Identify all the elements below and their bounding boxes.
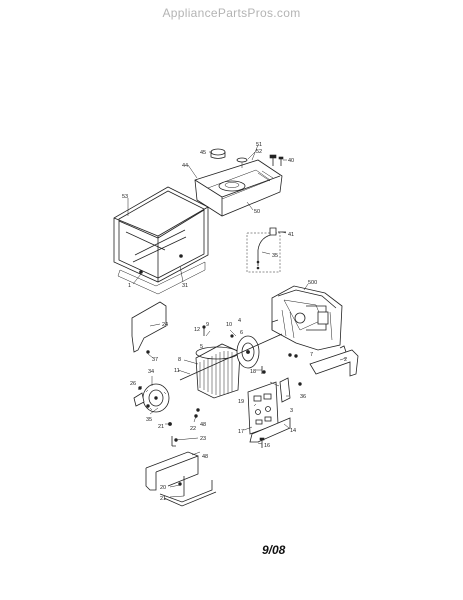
fuel-cap: [210, 148, 226, 159]
end-cover: [133, 392, 145, 407]
part-label-17: 17: [238, 429, 244, 435]
part-label-500: 500: [308, 280, 317, 286]
part-label-1: 1: [128, 283, 131, 289]
part-label-20: 20: [160, 485, 166, 491]
part-label-51: 51: [256, 142, 262, 148]
part-label-16: 16: [264, 443, 270, 449]
part-label-21-bottom: 21: [160, 496, 166, 502]
part-label-9: 9: [206, 322, 209, 328]
part-label-41: 41: [288, 232, 294, 238]
part-label-31: 31: [182, 283, 188, 289]
part-label-18: 18: [250, 369, 256, 375]
part-label-5: 5: [200, 344, 203, 350]
shroud-24: [131, 301, 167, 353]
part-label-50: 50: [254, 209, 260, 215]
part-label-45: 45: [200, 150, 206, 156]
part-label-24: 24: [162, 322, 168, 328]
part-label-44: 44: [182, 163, 188, 169]
part-label-22: 22: [190, 426, 196, 432]
part-label-11: 11: [174, 368, 180, 374]
fuel-line-bracket: [246, 227, 281, 273]
stator-end-bell: [236, 335, 260, 369]
part-label-4: 4: [238, 318, 241, 324]
part-label-36: 36: [300, 394, 306, 400]
tank-bolt: [269, 154, 277, 166]
engine-mount-bracket: [309, 345, 359, 377]
part-label-12: 12: [194, 327, 200, 333]
part-label-2: 2: [344, 357, 347, 363]
part-label-23: 23: [200, 436, 206, 442]
control-panel: [247, 381, 279, 435]
part-label-6: 6: [240, 330, 243, 336]
part-label-7: 7: [310, 352, 313, 358]
part-label-48-top: 48: [200, 422, 206, 428]
leg-frame: [145, 436, 217, 507]
part-label-40: 40: [288, 158, 294, 164]
part-label-19: 19: [238, 399, 244, 405]
fuel-gauge: [236, 157, 248, 168]
part-label-8: 8: [178, 357, 181, 363]
panel-bracket: [249, 417, 291, 443]
part-label-25: 35: [146, 417, 152, 423]
part-label-53: 53: [122, 194, 128, 200]
engine: [271, 285, 343, 351]
leader-lines: [127, 144, 347, 498]
frame: [113, 186, 209, 295]
part-label-26: 26: [130, 381, 136, 387]
revision-date: 9/08: [262, 543, 286, 557]
part-label-21-top: 21: [158, 424, 164, 430]
rear-bearing-carrier: [142, 383, 170, 413]
fuel-tank: [194, 159, 283, 217]
stator: [195, 343, 241, 399]
watermark-text: AppliancePartsPros.com: [162, 6, 301, 20]
part-label-14: 14: [290, 428, 296, 434]
part-label-10: 10: [226, 322, 232, 328]
part-label-37: 37: [152, 357, 158, 363]
part-number-labels: 45 44 52 51 40 50 41 35 53 1 31 500 24 1…: [122, 142, 347, 502]
part-label-52: 52: [256, 149, 262, 155]
rotor-shaft: [179, 333, 283, 381]
part-label-3: 3: [290, 408, 293, 414]
part-label-35: 35: [272, 253, 278, 259]
outlet-cover: [279, 377, 291, 403]
part-label-34: 34: [148, 369, 154, 375]
part-label-48-bottom: 48: [202, 454, 208, 460]
